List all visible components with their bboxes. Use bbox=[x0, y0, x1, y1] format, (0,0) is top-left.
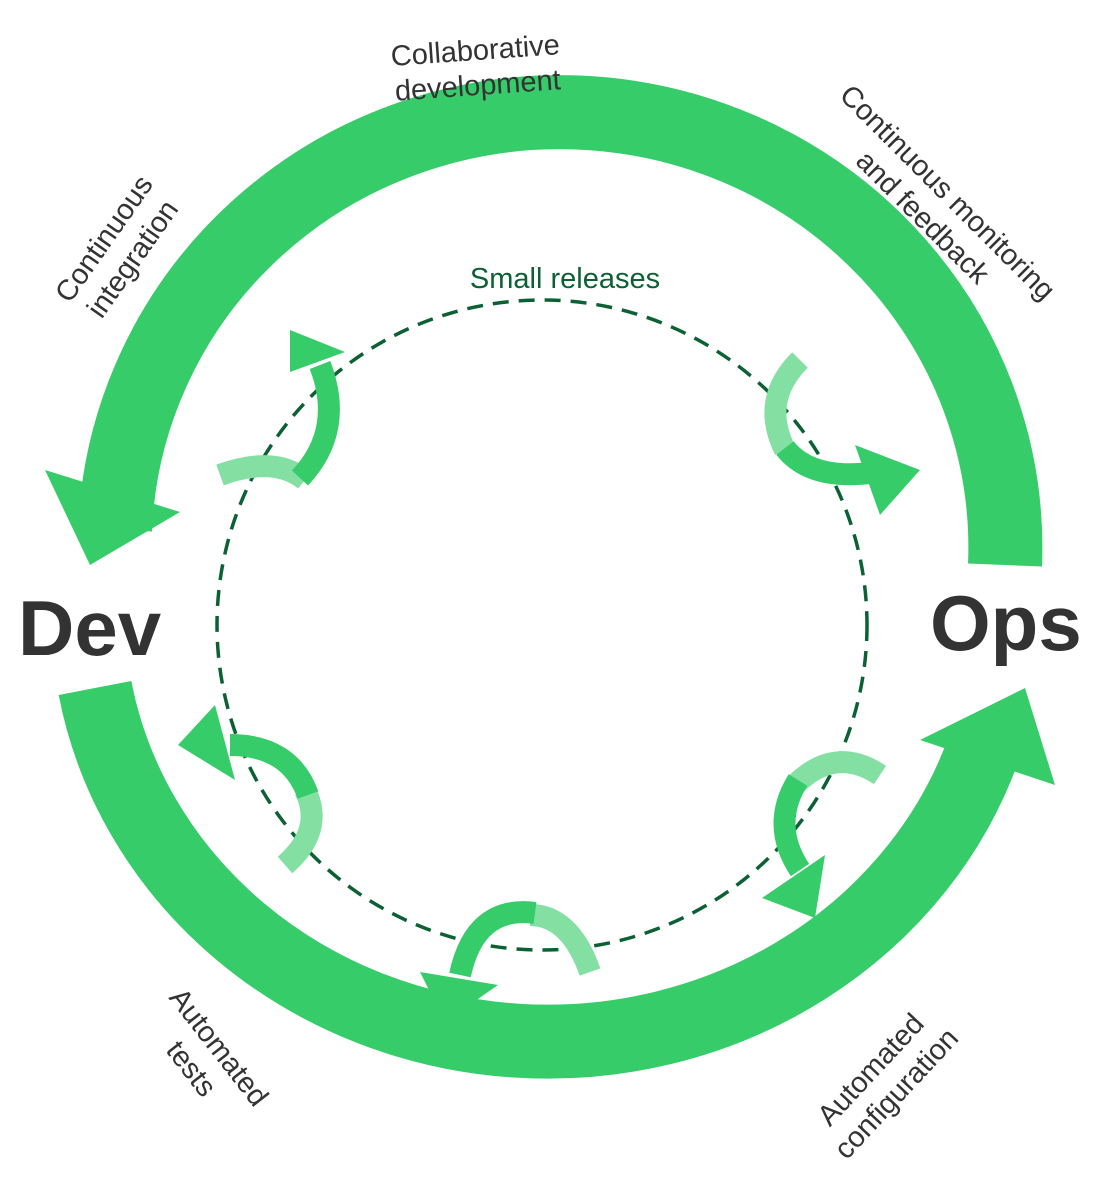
ops-label: Ops bbox=[930, 579, 1082, 667]
small-arrow-body bbox=[449, 901, 537, 978]
small-arrow-head bbox=[178, 705, 235, 780]
top-cycle-arrow-head bbox=[45, 470, 180, 565]
small-arrow-tail bbox=[216, 455, 313, 489]
small-arrow-head bbox=[290, 330, 345, 372]
small-release-arrow-bottom bbox=[420, 901, 601, 1022]
bottom-cycle-arrow-body bbox=[58, 680, 1020, 1079]
bottom-cycle-arrow bbox=[58, 680, 1055, 1079]
bottom-cycle-arrow-head bbox=[920, 688, 1055, 785]
small-arrow-head bbox=[420, 972, 498, 1022]
small-release-arrow-lower-right bbox=[762, 751, 887, 918]
small-release-arrow-upper-right bbox=[764, 352, 920, 515]
collaborative-development-label: Collaborative development bbox=[390, 29, 562, 108]
top-cycle-arrow bbox=[45, 75, 1043, 567]
small-arrow-body bbox=[291, 361, 340, 486]
small-arrow-body bbox=[776, 440, 872, 486]
automated-configuration-label: Automated configuration bbox=[812, 1008, 965, 1166]
small-arrow-body bbox=[773, 774, 810, 877]
dev-label: Dev bbox=[18, 584, 162, 672]
automated-tests-label: Automated tests bbox=[159, 982, 274, 1112]
small-releases-label: Small releases bbox=[470, 263, 660, 295]
small-arrow-tail bbox=[764, 352, 809, 455]
small-arrow-body bbox=[229, 734, 319, 800]
small-arrow-head bbox=[762, 855, 825, 918]
small-arrow-head bbox=[855, 445, 920, 515]
small-release-arrow-upper-left bbox=[216, 330, 345, 489]
small-arrow-tail bbox=[277, 785, 323, 874]
small-arrow-tail bbox=[787, 751, 887, 794]
small-releases-circle bbox=[215, 298, 869, 952]
small-arrow-tail bbox=[529, 904, 601, 976]
top-cycle-arrow-body bbox=[78, 75, 1043, 567]
small-release-arrow-lower-left bbox=[178, 705, 323, 874]
